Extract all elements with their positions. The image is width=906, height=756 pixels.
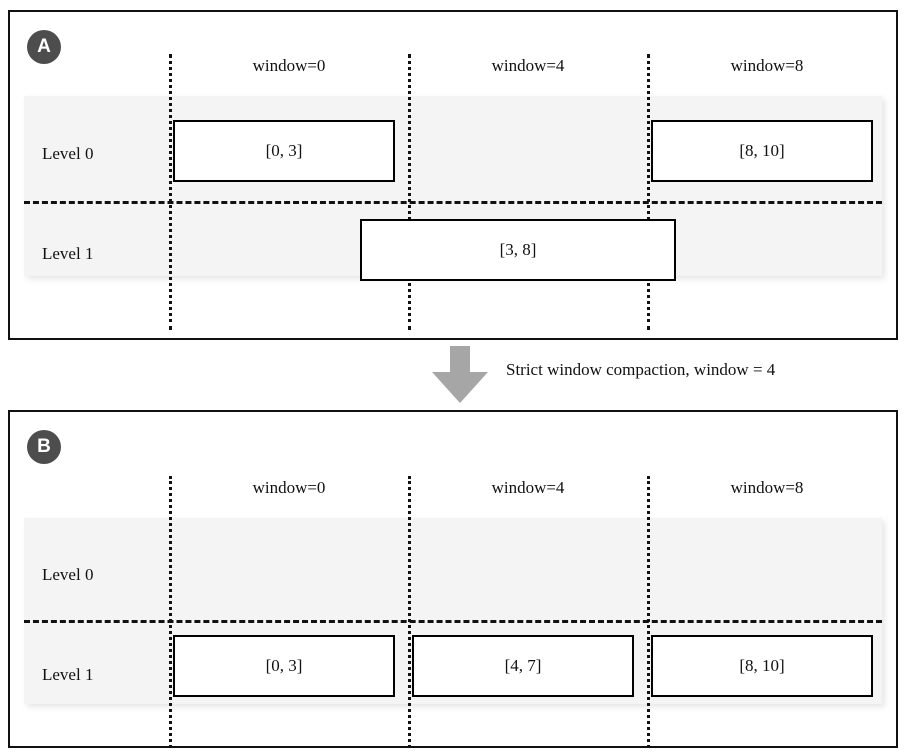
panel-a-level-label-1: Level 1 bbox=[42, 244, 94, 263]
panel-b-level-divider bbox=[24, 620, 882, 623]
panel-b-badge: B bbox=[27, 430, 61, 464]
panel-b-level-label-1: Level 1 bbox=[42, 665, 94, 684]
panel-b-interval-box-4-7[interactable]: [4, 7] bbox=[412, 635, 634, 697]
panel-b-window-divider-2 bbox=[647, 476, 650, 748]
panel-a-window-divider-1 bbox=[408, 54, 411, 330]
panel-b-interval-box-0-3[interactable]: [0, 3] bbox=[173, 635, 395, 697]
panel-a-level-label-0: Level 0 bbox=[42, 144, 94, 163]
panel-b-window-divider-1 bbox=[408, 476, 411, 748]
panel-a-interval-box-0-3[interactable]: [0, 3] bbox=[173, 120, 395, 182]
panel-a-window-divider-2 bbox=[647, 54, 650, 330]
panel-b-interval-box-8-10[interactable]: [8, 10] bbox=[651, 635, 873, 697]
panel-a-level-divider bbox=[24, 201, 882, 204]
panel-a-window-header-1: window=4 bbox=[491, 56, 565, 75]
panel-a-interval-box-3-8[interactable]: [3, 8] bbox=[360, 219, 676, 281]
arrow-down-icon bbox=[432, 346, 488, 403]
panel-b: B window=0 window=4 window=8 Level 0 Lev… bbox=[8, 410, 898, 748]
panel-b-window-divider-0 bbox=[169, 476, 172, 748]
panel-a-window-header-2: window=8 bbox=[730, 56, 804, 75]
panel-a-window-divider-0 bbox=[169, 54, 172, 330]
panel-b-window-header-0: window=0 bbox=[252, 478, 326, 497]
transition-group: Strict window compaction, window = 4 bbox=[0, 344, 906, 406]
panel-a-window-header-0: window=0 bbox=[252, 56, 326, 75]
panel-b-window-header-1: window=4 bbox=[491, 478, 565, 497]
panel-a-badge: A bbox=[27, 30, 61, 64]
panel-a-interval-box-8-10[interactable]: [8, 10] bbox=[651, 120, 873, 182]
panel-b-level-label-0: Level 0 bbox=[42, 565, 94, 584]
transition-caption: Strict window compaction, window = 4 bbox=[506, 360, 776, 379]
panel-a: A window=0 window=4 window=8 Level 0 Lev… bbox=[8, 10, 898, 340]
panel-b-window-header-2: window=8 bbox=[730, 478, 804, 497]
